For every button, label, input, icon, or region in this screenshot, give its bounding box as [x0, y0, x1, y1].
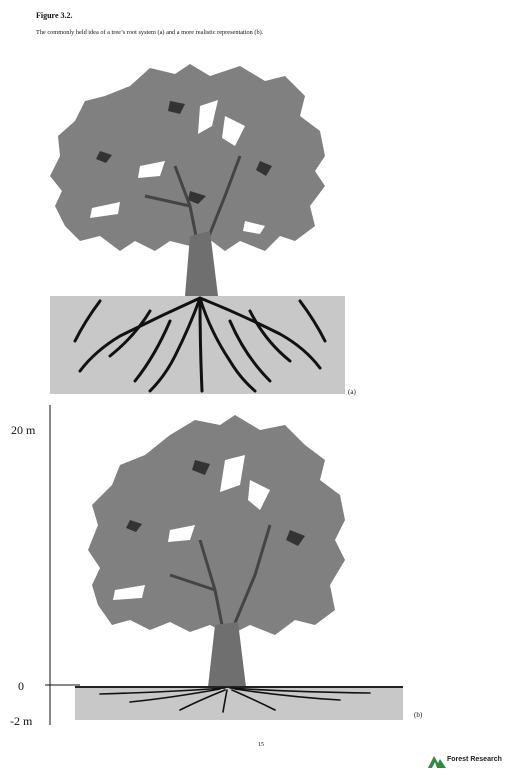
axis-tick-0: 0	[18, 679, 24, 694]
soil-b	[75, 687, 403, 720]
canopy-a	[50, 64, 325, 251]
tree-illustration-a	[40, 56, 350, 396]
figure-caption: The commonly held idea of a tree’s root …	[36, 29, 263, 36]
panel-label-a: (a)	[348, 388, 356, 396]
logo-text: Forest Research	[447, 756, 502, 763]
page-number: 15	[258, 742, 264, 748]
panel-label-b: (b)	[414, 711, 422, 719]
axis-tick-minus2m: -2 m	[10, 714, 32, 729]
figure-label: Figure 3.2.	[36, 11, 73, 20]
tree-illustration-b	[20, 400, 410, 730]
axis-tick-20m: 20 m	[11, 423, 35, 438]
trunk-b	[208, 622, 246, 687]
tree-logo-icon	[427, 751, 447, 769]
forest-research-logo: Forest Research	[427, 751, 513, 771]
